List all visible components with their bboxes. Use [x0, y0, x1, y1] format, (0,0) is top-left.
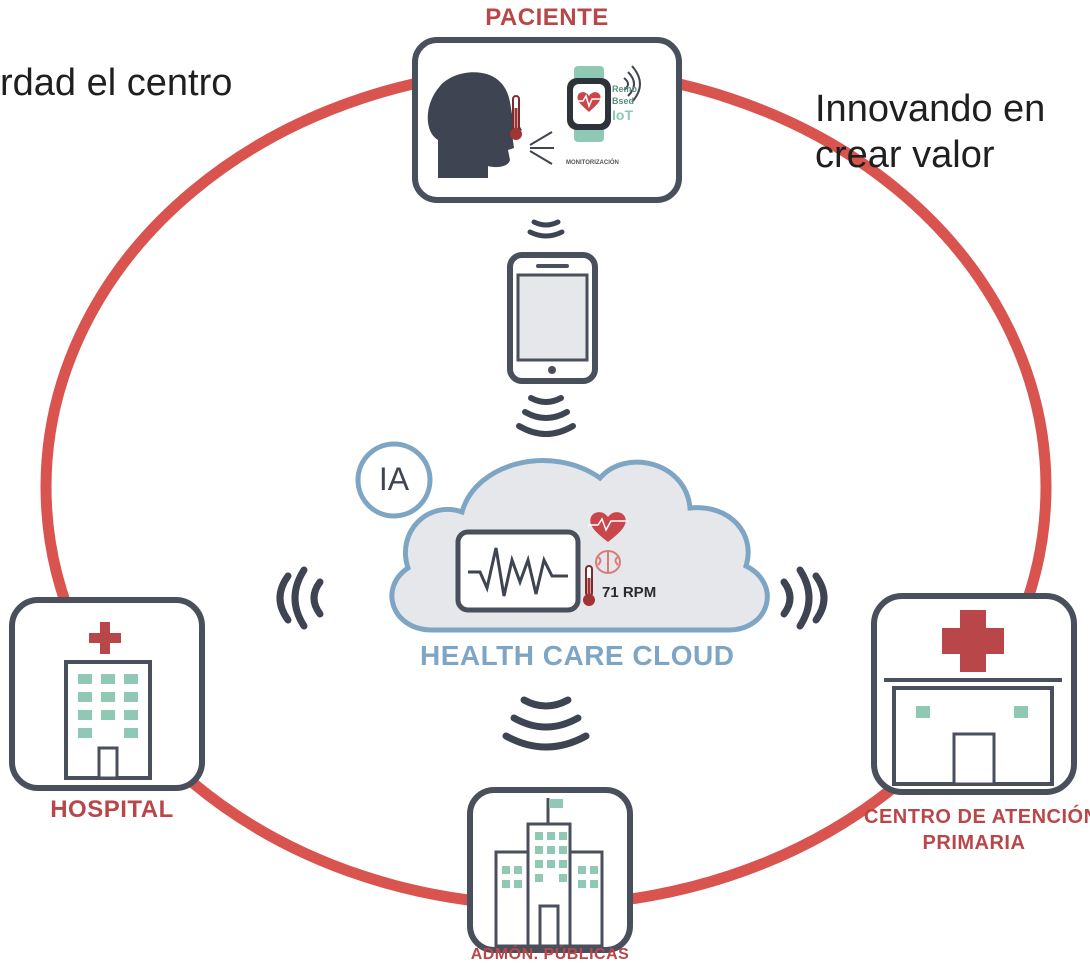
heart-rate-icon	[588, 512, 628, 542]
patient-head-icon	[427, 72, 522, 178]
watch-text-line1: Remo	[612, 84, 638, 94]
signal-waves-right-icon	[780, 566, 828, 630]
watch-text-line3: IoT	[612, 107, 633, 123]
monitoring-caption: MONITORIZACIÓN	[566, 160, 619, 166]
public-admin-box	[467, 787, 633, 953]
health-care-cloud	[355, 441, 770, 633]
thermometer-icon	[510, 95, 522, 140]
slide-text-right-line1: Innovando en	[815, 88, 1046, 130]
cough-lines-icon	[529, 131, 554, 165]
hospital-label: HOSPITAL	[50, 796, 174, 823]
primary-care-box	[871, 593, 1077, 795]
ia-badge-label: IA	[378, 461, 410, 497]
hospital-windows-icon	[78, 674, 138, 738]
patient-box	[412, 37, 682, 203]
signal-waves-left-icon	[276, 566, 324, 630]
slide-text-left: rdad el centro	[0, 62, 233, 104]
admin-windows-icon	[502, 832, 598, 888]
ia-badge-circle	[355, 441, 433, 519]
cloud-title: HEALTH CARE CLOUD	[420, 640, 735, 671]
primary-care-label-line1: CENTRO DE ATENCIÓN	[864, 806, 1090, 828]
slide-text-right-line2: crear valor	[815, 134, 995, 176]
primary-care-label-line2: PRIMARIA	[922, 832, 1026, 854]
signal-waves-top-icon	[527, 219, 565, 239]
rpm-readout: 71 RPM	[602, 584, 657, 601]
watch-text-line2: Bsed	[612, 96, 635, 106]
phone-icon	[507, 252, 598, 384]
signal-waves-bottom-icon	[502, 696, 590, 751]
monitor-icon	[455, 529, 581, 613]
cloud-thermometer-icon	[583, 565, 595, 606]
brain-icon	[595, 550, 621, 574]
hospital-box	[9, 597, 205, 791]
public-admin-label: ADMÓN. PÚBLICAS	[470, 946, 630, 963]
watch-signal-icon	[623, 65, 641, 103]
signal-waves-mid-icon	[516, 395, 576, 437]
smartwatch-icon	[567, 66, 611, 142]
patient-label: PACIENTE	[485, 4, 609, 31]
